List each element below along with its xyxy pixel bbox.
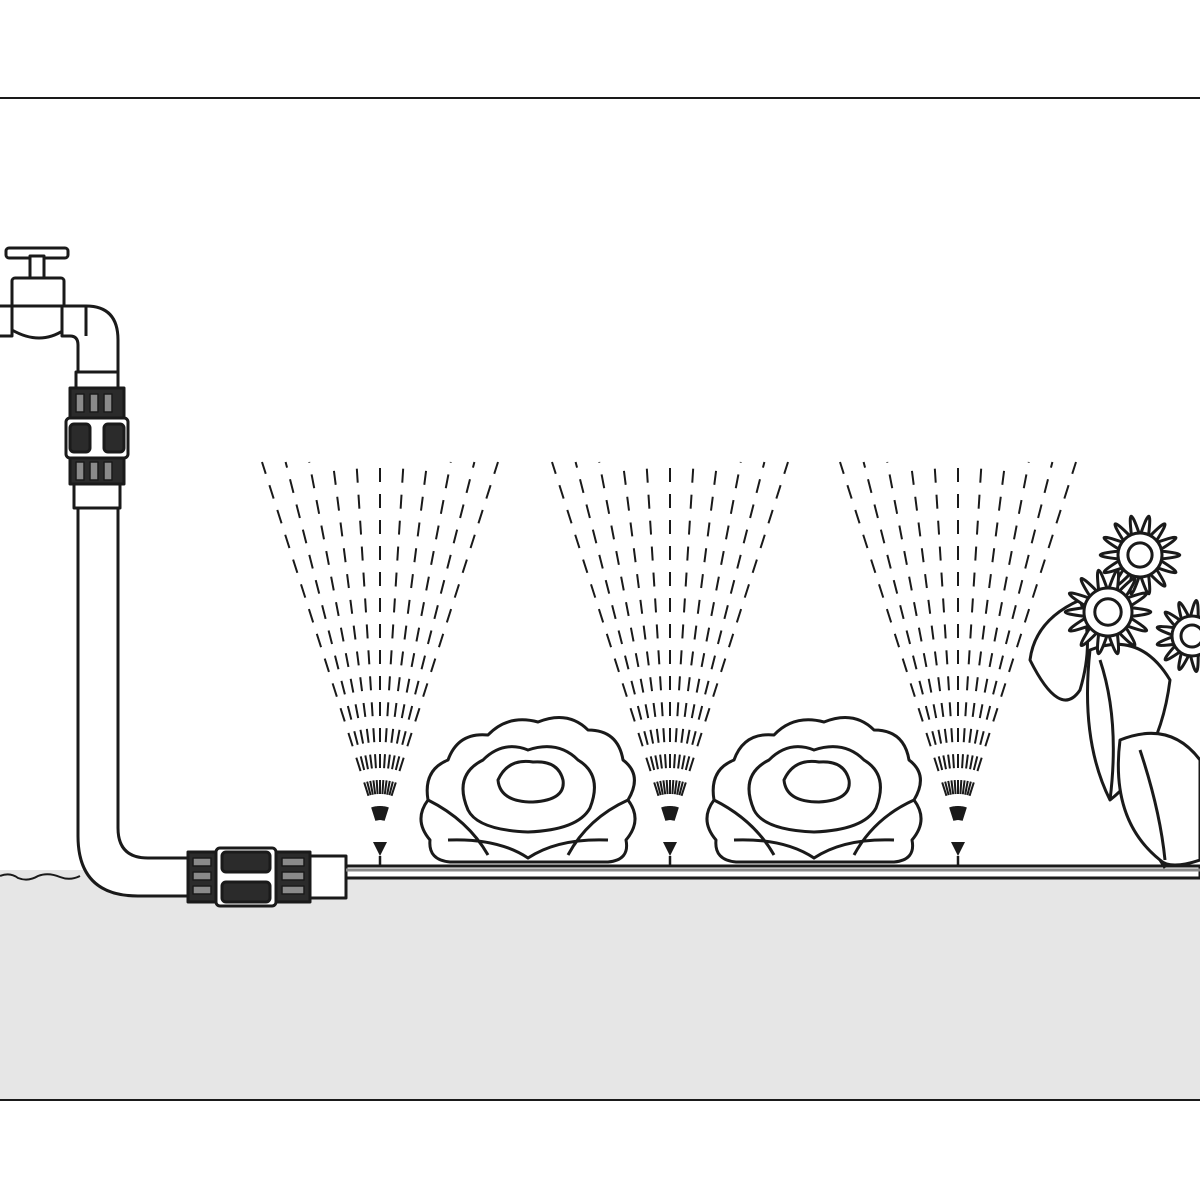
- drip-line: [344, 864, 1200, 880]
- spray-nozzle-icon: [663, 842, 677, 856]
- spray-nozzle-icon: [951, 842, 965, 856]
- flower-head: [1155, 598, 1200, 674]
- hose-connector-icon: [64, 370, 130, 510]
- flower-icon: [1028, 514, 1200, 869]
- spray-nozzle-icon: [373, 842, 387, 856]
- flower-head: [1098, 514, 1182, 596]
- spray-fan-1: [261, 461, 499, 866]
- soil-edge: [0, 873, 81, 881]
- flower-head: [1063, 568, 1153, 656]
- spray-fan-2: [551, 461, 789, 866]
- faucet-icon: [0, 246, 120, 380]
- lettuce-1: [419, 716, 637, 864]
- drip-line-connector-icon: [186, 846, 348, 908]
- garden-hose: [76, 506, 192, 898]
- ground: [0, 870, 1200, 1100]
- lettuce-2: [705, 716, 923, 864]
- spray-fan-3: [839, 461, 1077, 866]
- sprinkler-sprays: [261, 461, 1077, 866]
